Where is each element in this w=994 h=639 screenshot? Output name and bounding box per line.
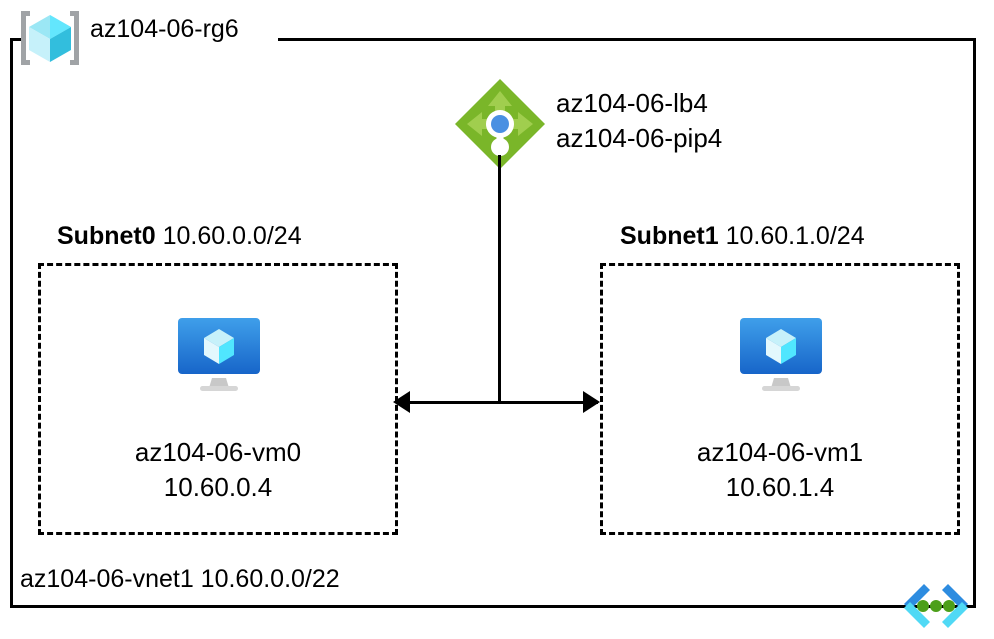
subnet1-boundary [600, 263, 960, 535]
load-balancer-connector-line [498, 155, 501, 403]
vnet-label: az104-06-vnet1 10.60.0.0/22 [20, 565, 340, 593]
resource-group-border-left [10, 38, 13, 608]
subnet0-title: Subnet0 10.60.0.0/24 [57, 224, 302, 249]
load-balancer-name: az104-06-lb4 [556, 88, 708, 118]
vm0-labels: az104-06-vm0 10.60.0.4 [38, 435, 398, 504]
subnet0-cidr: 10.60.0.0/24 [162, 222, 302, 250]
load-balancer-labels: az104-06-lb4 az104-06-pip4 [556, 86, 722, 155]
resource-group-border-top-left [10, 38, 22, 41]
vm0-name: az104-06-vm0 [134, 437, 302, 467]
vm0-ip: 10.60.0.4 [163, 471, 273, 502]
subnet1-cidr: 10.60.1.0/24 [725, 222, 865, 250]
azure-resource-group-icon [16, 6, 84, 70]
resource-group-border-right [973, 38, 976, 608]
vm1-labels: az104-06-vm1 10.60.1.4 [600, 435, 960, 504]
arrow-head-right-icon [583, 391, 600, 413]
azure-virtual-network-icon [888, 578, 984, 634]
azure-load-balancer-icon [452, 76, 548, 172]
resource-group-border-top [278, 38, 976, 41]
subnet-connector-line [398, 401, 598, 404]
subnet1-name: Subnet1 [620, 222, 719, 250]
load-balancer-public-ip: az104-06-pip4 [556, 122, 723, 153]
vm1-ip: 10.60.1.4 [725, 471, 835, 502]
resource-group-label: az104-06-rg6 [90, 15, 239, 43]
subnet0-name: Subnet0 [57, 222, 156, 250]
vm1-name: az104-06-vm1 [696, 437, 864, 467]
azure-virtual-machine-icon [176, 316, 262, 394]
resource-group-border-bottom [10, 605, 976, 608]
subnet1-title: Subnet1 10.60.1.0/24 [620, 224, 865, 249]
azure-virtual-machine-icon [738, 316, 824, 394]
arrow-head-left-icon [393, 391, 410, 413]
